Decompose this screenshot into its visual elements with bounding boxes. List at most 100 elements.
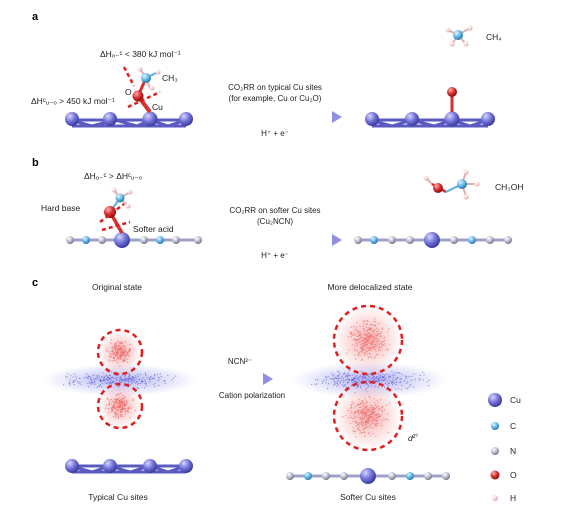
density-dot: [336, 383, 338, 385]
density-dot: [105, 378, 107, 380]
density-dot: [363, 377, 365, 380]
density-dot: [396, 372, 398, 374]
density-dot: [371, 377, 373, 379]
density-dot: [399, 381, 401, 383]
nitrogen-atom: [340, 472, 348, 480]
hydrogen-legend-icon: [492, 495, 498, 501]
hydrogen-atom: [137, 66, 143, 72]
density-dot: [92, 378, 94, 380]
density-dot: [90, 383, 92, 385]
density-dot: [398, 381, 400, 383]
density-dot: [428, 385, 430, 387]
density-dot: [97, 379, 99, 381]
nitrogen-atom: [450, 236, 458, 244]
nitrogen-atom: [172, 236, 180, 244]
density-dot: [102, 379, 105, 381]
density-dot: [410, 379, 413, 381]
density-dot: [401, 389, 403, 391]
density-dot: [87, 375, 89, 377]
density-dot: [147, 377, 149, 379]
density-dot: [384, 382, 387, 385]
panel-b-arrowhead: [332, 234, 342, 246]
density-dot: [382, 373, 384, 375]
density-dot: [89, 378, 92, 380]
density-dot: [107, 376, 109, 378]
density-dot: [128, 373, 130, 376]
density-dot: [137, 383, 139, 385]
density-dot: [392, 379, 394, 381]
nitrogen-atom: [406, 236, 414, 244]
carbon-atom: [304, 472, 312, 480]
density-dot: [422, 379, 424, 381]
density-dot: [333, 378, 335, 380]
panel-a-adsorbate: [122, 66, 161, 114]
density-dot: [325, 379, 328, 381]
legend-item-h: H: [492, 493, 516, 503]
density-dot: [350, 380, 353, 382]
density-dot: [132, 376, 134, 378]
density-dot: [153, 374, 156, 376]
density-dot: [129, 384, 132, 386]
density-dot: [343, 373, 345, 375]
density-dot: [80, 383, 82, 385]
density-dot: [336, 381, 338, 383]
density-dot: [428, 379, 430, 381]
density-dot: [326, 376, 328, 379]
density-dot: [346, 373, 349, 375]
hydrogen-atom: [155, 69, 161, 75]
density-dot: [128, 379, 130, 381]
nitrogen-atom: [140, 236, 148, 244]
density-dot: [419, 374, 421, 376]
density-dot: [339, 381, 341, 383]
density-dot: [152, 383, 155, 385]
density-dot: [389, 380, 391, 382]
density-dot: [316, 383, 318, 385]
panel-a-letter: a: [32, 11, 39, 23]
panel-b-letter: b: [32, 157, 39, 169]
density-dot: [347, 375, 349, 377]
density-dot: [333, 373, 335, 376]
density-dot: [328, 383, 330, 385]
density-dot: [134, 377, 136, 379]
density-dot: [392, 376, 394, 378]
density-dot: [337, 384, 339, 386]
density-dot: [372, 375, 375, 377]
density-dot: [175, 375, 177, 377]
density-dot: [124, 380, 126, 382]
density-dot: [395, 380, 397, 382]
density-dot: [99, 380, 101, 382]
density-dot: [325, 382, 327, 384]
hydrogen-atom: [474, 181, 480, 187]
cu-atom: [365, 112, 379, 126]
density-dot: [91, 379, 93, 381]
density-dot: [68, 381, 71, 383]
density-dot: [153, 378, 155, 380]
density-dot: [393, 375, 395, 377]
density-dot: [121, 378, 123, 380]
density-dot: [151, 378, 153, 380]
density-dot: [93, 374, 95, 376]
density-dot: [391, 371, 393, 373]
density-dot: [85, 376, 87, 378]
nitrogen-atom: [442, 472, 450, 480]
density-dot: [389, 376, 391, 378]
density-dot: [159, 373, 161, 375]
density-dot: [87, 386, 90, 388]
panel-b-softer-acid-label: Softer acid: [133, 224, 174, 234]
cuo-bond-break-mark: [101, 220, 131, 232]
density-dot: [130, 379, 132, 381]
density-dot: [401, 384, 403, 387]
cu-atom: [114, 232, 130, 248]
density-dot: [340, 380, 342, 382]
panel-c-left-orbital: [42, 328, 198, 430]
density-dot: [104, 379, 106, 381]
density-dot: [87, 382, 89, 384]
density-dot: [127, 380, 129, 382]
density-dot: [391, 382, 393, 384]
density-dot: [104, 376, 106, 378]
density-dot: [110, 380, 112, 382]
density-dot: [355, 381, 357, 383]
density-dot: [337, 370, 339, 372]
density-dot: [362, 379, 364, 381]
density-dot: [123, 383, 125, 385]
